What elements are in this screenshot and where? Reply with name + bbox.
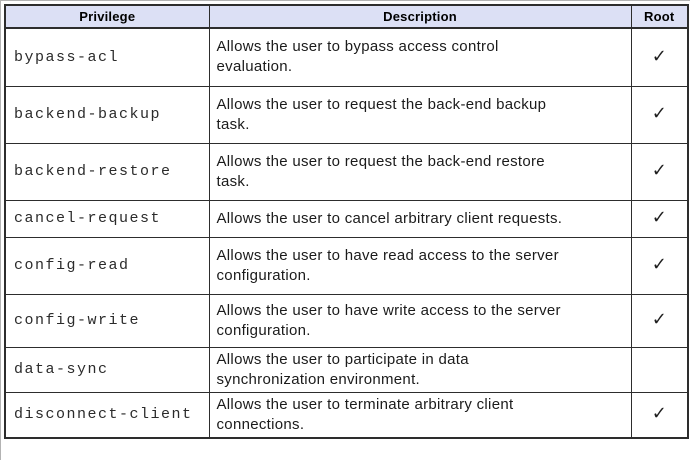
column-header-privilege: Privilege bbox=[4, 4, 210, 29]
table-row: cancel-request Allows the user to cancel… bbox=[4, 199, 689, 238]
checkmark-icon: ✓ bbox=[651, 403, 667, 425]
root-cell: ✓ bbox=[630, 142, 689, 201]
root-cell: ✓ bbox=[630, 293, 689, 348]
privilege-cell: config-read bbox=[4, 236, 210, 295]
description-cell: Allows the user to request the back-end … bbox=[208, 85, 632, 144]
root-cell bbox=[630, 346, 689, 393]
privilege-cell: bypass-acl bbox=[4, 27, 210, 87]
description-cell: Allows the user to have read access to t… bbox=[208, 236, 632, 295]
description-cell: Allows the user to terminate arbitrary c… bbox=[208, 391, 632, 439]
checkmark-icon: ✓ bbox=[651, 309, 667, 330]
table-row: backend-restore Allows the user to reque… bbox=[4, 142, 689, 201]
column-header-root: Root bbox=[630, 4, 689, 29]
table-row: bypass-acl Allows the user to bypass acc… bbox=[4, 27, 689, 87]
privilege-cell: backend-backup bbox=[4, 85, 210, 144]
description-cell: Allows the user to participate in data s… bbox=[208, 346, 632, 393]
table-row: backend-backup Allows the user to reques… bbox=[4, 85, 689, 144]
table-row: config-write Allows the user to have wri… bbox=[4, 293, 689, 348]
header-row: Privilege Description Root bbox=[4, 4, 689, 29]
checkmark-icon: ✓ bbox=[651, 103, 667, 124]
root-cell: ✓ bbox=[630, 27, 689, 87]
root-cell: ✓ bbox=[630, 236, 689, 295]
description-cell: Allows the user to cancel arbitrary clie… bbox=[208, 199, 632, 238]
privilege-cell: disconnect-client bbox=[4, 391, 210, 439]
checkmark-icon: ✓ bbox=[651, 254, 667, 275]
table-row: config-read Allows the user to have read… bbox=[4, 236, 689, 295]
description-cell: Allows the user to request the back-end … bbox=[208, 142, 632, 201]
privileges-table: Privilege Description Root bypass-acl Al… bbox=[4, 4, 689, 439]
description-cell: Allows the user to bypass access control… bbox=[208, 27, 632, 87]
privilege-cell: data-sync bbox=[4, 346, 210, 393]
column-header-description: Description bbox=[208, 4, 632, 29]
table-row: data-sync Allows the user to participate… bbox=[4, 346, 689, 393]
table-row: disconnect-client Allows the user to ter… bbox=[4, 391, 689, 439]
checkmark-icon: ✓ bbox=[651, 45, 667, 67]
root-cell: ✓ bbox=[630, 199, 689, 238]
privilege-cell: config-write bbox=[4, 293, 210, 348]
root-cell: ✓ bbox=[630, 391, 689, 439]
checkmark-icon: ✓ bbox=[651, 160, 667, 181]
checkmark-icon: ✓ bbox=[651, 207, 667, 228]
privilege-cell: cancel-request bbox=[4, 199, 210, 238]
description-cell: Allows the user to have write access to … bbox=[208, 293, 632, 348]
privilege-cell: backend-restore bbox=[4, 142, 210, 201]
root-cell: ✓ bbox=[630, 85, 689, 144]
